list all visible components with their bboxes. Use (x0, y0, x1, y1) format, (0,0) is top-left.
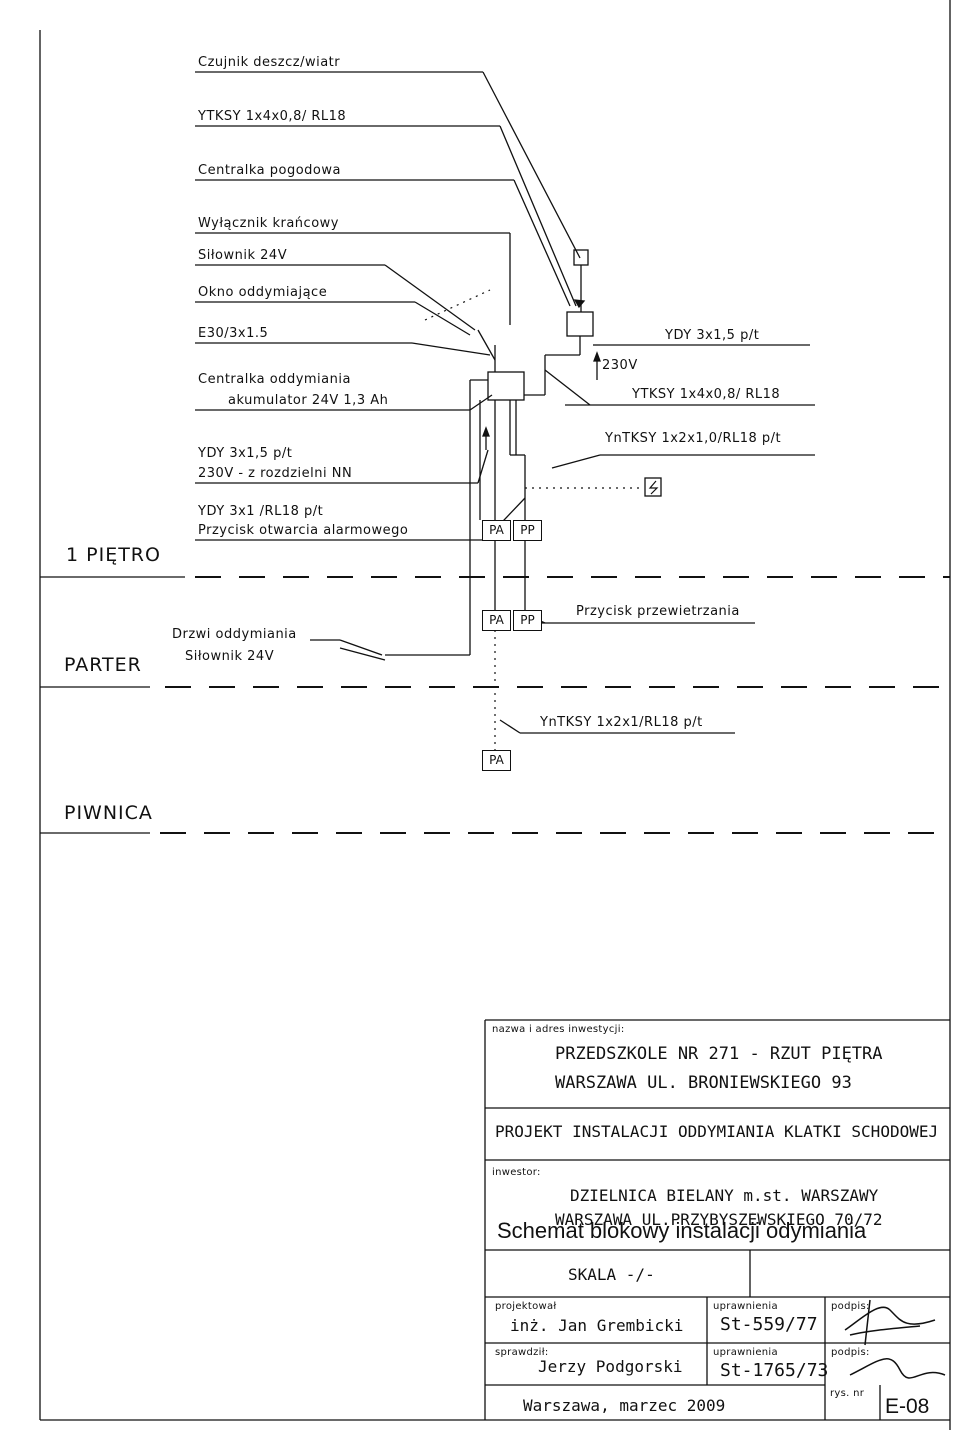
label-ydy-230-2: 230V - z rozdzielni NN (198, 466, 353, 481)
label-smoke-controller-2: akumulator 24V 1,3 Ah (228, 393, 389, 408)
label-actuator-top: Siłownik 24V (198, 248, 288, 263)
tb-drawing-no: E-08 (885, 1395, 930, 1418)
tb-license-label-1: uprawnienia (713, 1301, 778, 1312)
tb-investor-1: DZIELNICA BIELANY m.st. WARSZAWY (570, 1186, 879, 1205)
label-yntksy-top: YnTKSY 1x2x1,0/RL18 p/t (605, 431, 782, 446)
label-door-actuator: Siłownik 24V (185, 649, 275, 664)
label-ytksy-top: YTKSY 1x4x0,8/ RL18 (198, 109, 347, 124)
label-smoke-door: Drzwi oddymiania (172, 627, 297, 642)
label-230v: 230V (602, 358, 638, 373)
tb-name-2: WARSZAWA UL. BRONIEWSKIEGO 93 (555, 1073, 852, 1093)
level-basement: PIWNICA (64, 802, 153, 824)
tb-signature-label-1: podpis: (831, 1301, 870, 1312)
tb-name-label: nazwa i adres inwestycji: (492, 1024, 625, 1035)
label-weather-controller: Centralka pogodowa (198, 163, 341, 178)
tb-drawing-no-label: rys. nr (830, 1388, 865, 1399)
label-smoke-window: Okno oddymiające (198, 285, 328, 300)
label-limit-switch: Wyłącznik krańcowy (198, 216, 339, 231)
label-ydy-right: YDY 3x1,5 p/t (665, 328, 760, 343)
label-smoke-controller-1: Centralka oddymiania (198, 372, 351, 387)
tb-checker-label: sprawdził: (495, 1347, 549, 1358)
label-ydy-rl18: YDY 3x1 /RL18 p/t (198, 504, 324, 519)
label-alarm-button: Przycisk otwarcia alarmowego (198, 523, 409, 538)
tb-investor-label: inwestor: (492, 1167, 541, 1178)
level-ground-floor: PARTER (64, 654, 142, 676)
tb-scale: SKALA -/- (568, 1265, 655, 1284)
label-ytksy-right: YTKSY 1x4x0,8/ RL18 (632, 387, 781, 402)
vent-button-box-ground: PP (513, 610, 542, 631)
tb-license-label-2: uprawnienia (713, 1347, 778, 1358)
tb-license-2: St-1765/73 (720, 1360, 829, 1381)
label-ydy-230-1: YDY 3x1,5 p/t (198, 446, 293, 461)
alarm-button-box-floor1: PA (482, 520, 511, 541)
tb-schema-title: Schemat blokowy instalacji odymiania (497, 1218, 867, 1243)
label-ventilation-button: Przycisk przewietrzania (576, 604, 740, 619)
label-yntksy-bottom: YnTKSY 1x2x1/RL18 p/t (540, 715, 703, 730)
tb-signature-label-2: podpis: (831, 1347, 870, 1358)
signature-mark (844, 1299, 946, 1379)
alarm-button-box-basement: PA (482, 750, 511, 771)
tb-project: PROJEKT INSTALACJI ODDYMIANIA KLATKI SCH… (495, 1122, 939, 1141)
vent-button-box-floor1: PP (513, 520, 542, 541)
tb-name-1: PRZEDSZKOLE NR 271 - RZUT PIĘTRA (555, 1044, 883, 1064)
tb-designer: inż. Jan Grembicki (510, 1316, 684, 1335)
tb-designer-label: projektował (495, 1301, 557, 1312)
tb-place-date: Warszawa, marzec 2009 (523, 1396, 726, 1415)
tb-license-1: St-559/77 (720, 1314, 818, 1335)
label-rain-sensor: Czujnik deszcz/wiatr (198, 55, 341, 70)
alarm-button-box-ground: PA (482, 610, 511, 631)
tb-investor-2: WARSZAWA UL.PRZYBYSZEWSKIEGO 70/72 (555, 1210, 883, 1229)
tb-checker: Jerzy Podgorski (538, 1357, 683, 1376)
label-e30: E30/3x1.5 (198, 326, 269, 341)
level-first-floor: 1 PIĘTRO (66, 544, 161, 566)
